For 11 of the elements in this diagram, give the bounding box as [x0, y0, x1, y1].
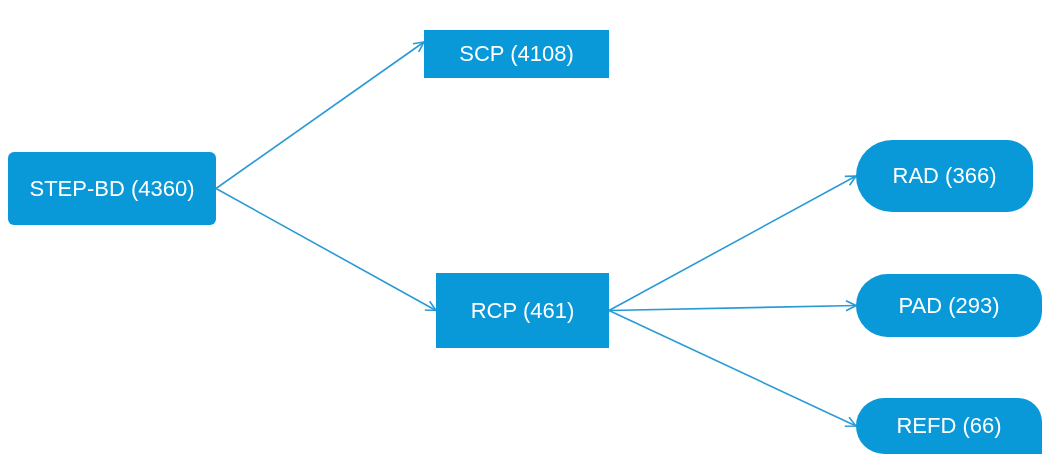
terminal-box: RAD (366)	[856, 140, 1033, 212]
process-box: RCP (461)	[436, 273, 609, 348]
process-box: STEP-BD (4360)	[8, 152, 216, 225]
arrow	[215, 41, 425, 190]
arrow	[608, 175, 857, 312]
terminal-box: PAD (293)	[856, 274, 1042, 337]
terminal-box: REFD (66)	[856, 398, 1042, 454]
arrow	[608, 309, 857, 428]
process-box: SCP (4108)	[424, 30, 609, 78]
arrow	[215, 187, 437, 312]
arrow	[608, 299, 857, 312]
